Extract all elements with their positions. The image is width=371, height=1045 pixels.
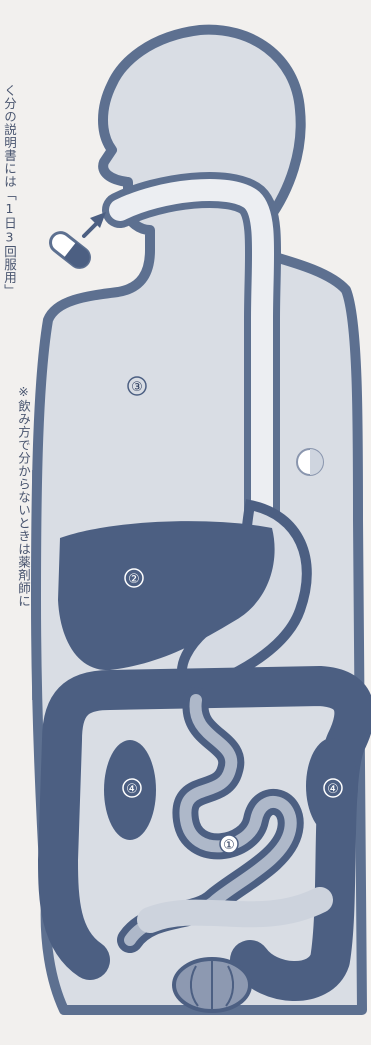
- svg-text:②: ②: [128, 572, 140, 587]
- svg-text:①: ①: [223, 838, 235, 853]
- svg-text:④: ④: [327, 782, 339, 797]
- bladder: [174, 959, 250, 1011]
- label-intestine: ①: [220, 835, 238, 853]
- svg-text:③: ③: [131, 380, 143, 395]
- svg-text:④: ④: [126, 782, 138, 797]
- circle-icon: [297, 449, 323, 475]
- arrow-icon: [84, 212, 106, 236]
